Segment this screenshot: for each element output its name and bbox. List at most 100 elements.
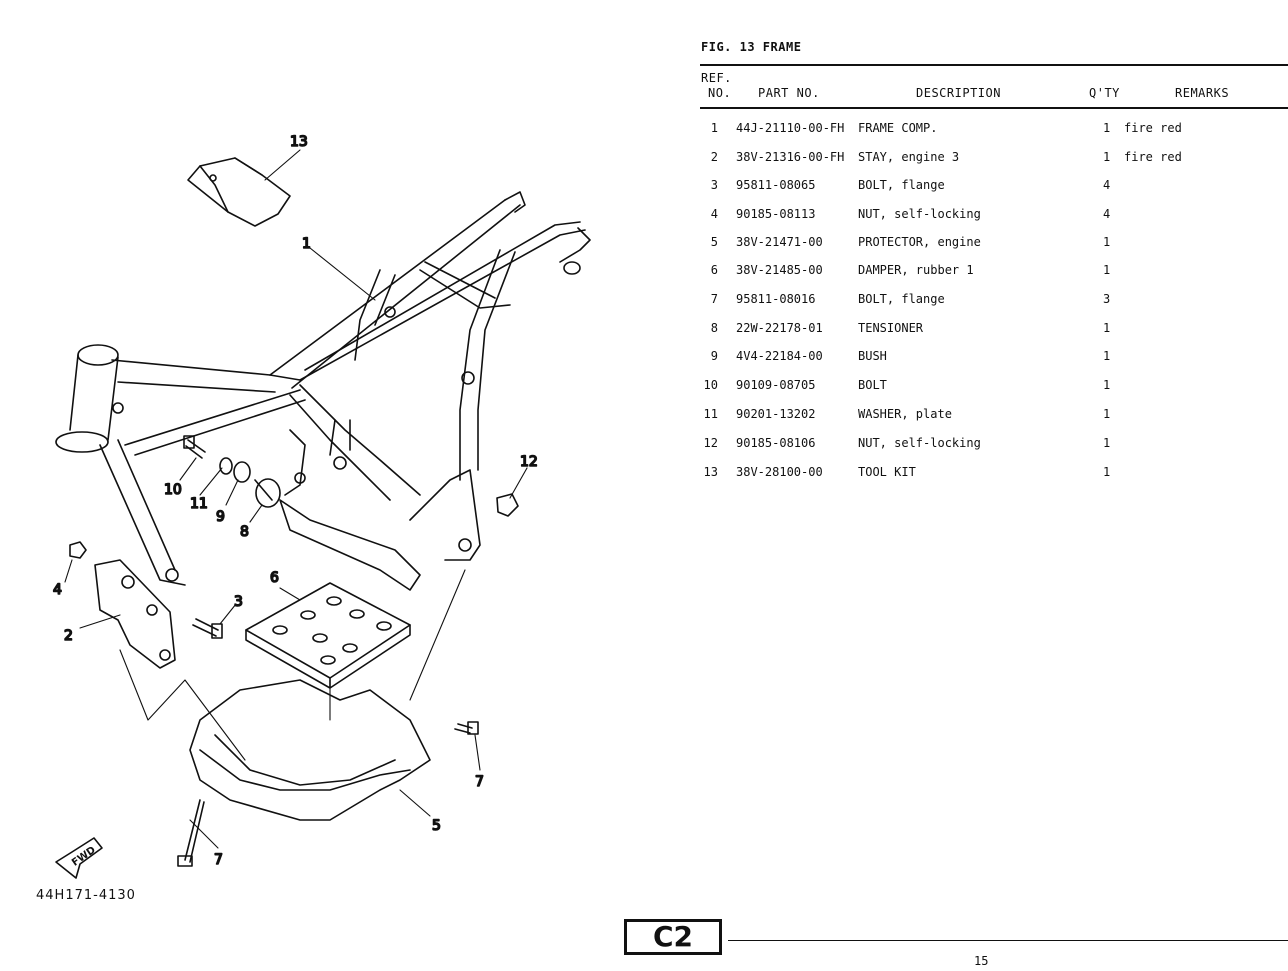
callout-7-right: 7 [475, 774, 484, 790]
table-row: 4 90185-08113 NUT, self-locking 4 [700, 207, 1288, 227]
callout-6: 6 [270, 570, 279, 586]
part-no: 90185-08106 [736, 436, 816, 450]
header-rule [700, 107, 1288, 109]
ref-no: 2 [710, 150, 718, 164]
ref-no: 11 [703, 407, 718, 421]
callout-8: 8 [240, 524, 249, 540]
frame-drawing [55, 191, 591, 591]
ref-no: 8 [710, 321, 718, 335]
quantity: 4 [1103, 207, 1111, 221]
ref-no: 10 [703, 378, 718, 392]
part-no: 38V-21471-00 [736, 235, 823, 249]
description: BUSH [858, 349, 887, 363]
description: TENSIONER [858, 321, 924, 335]
quantity: 1 [1103, 349, 1111, 363]
part-no: 22W-22178-01 [736, 321, 823, 335]
table-row: 10 90109-08705 BOLT 1 [700, 378, 1288, 398]
quantity: 1 [1103, 321, 1111, 335]
table-row: 5 38V-21471-00 PROTECTOR, engine 1 [700, 235, 1288, 255]
diagram-reference-code: 44H171-4130 [36, 888, 136, 903]
part-no: 44J-21110-00-FH [736, 121, 845, 135]
description: NUT, self-locking [858, 207, 981, 221]
remarks: fire red [1124, 121, 1182, 135]
part-no: 90185-08113 [736, 207, 816, 221]
part-no: 90109-08705 [736, 378, 816, 392]
table-row: 11 90201-13202 WASHER, plate 1 [700, 407, 1288, 427]
part-no: 38V-21485-00 [736, 263, 823, 277]
table-row: 2 38V-21316-00-FH STAY, engine 3 1 fire … [700, 150, 1288, 170]
description: WASHER, plate [858, 407, 952, 421]
engine-stay-drawing [94, 559, 176, 669]
quantity: 1 [1103, 235, 1111, 249]
callout-11: 11 [190, 496, 208, 512]
ref-no: 3 [710, 178, 718, 192]
description: BOLT [858, 378, 887, 392]
description: BOLT, flange [858, 292, 945, 306]
description: STAY, engine 3 [858, 150, 960, 164]
quantity: 1 [1103, 407, 1111, 421]
header-ref-line2: NO. [708, 86, 732, 100]
footer-rule [728, 940, 1288, 941]
callout-2: 2 [64, 628, 73, 644]
callout-12: 12 [520, 454, 538, 470]
ref-no: 7 [710, 292, 718, 306]
ref-no: 9 [710, 349, 718, 363]
quantity: 1 [1103, 121, 1111, 135]
part-no: 4V4-22184-00 [736, 349, 823, 363]
page-number: 15 [974, 954, 989, 968]
header-qty: Q'TY [1089, 86, 1120, 100]
fwd-arrow-drawing: FWD [55, 837, 103, 879]
description: BOLT, flange [858, 178, 945, 192]
callout-3: 3 [234, 594, 243, 610]
callout-5: 5 [432, 818, 441, 834]
callout-4: 4 [53, 582, 62, 598]
part-no: 90201-13202 [736, 407, 816, 421]
engine-protector-drawing [189, 679, 431, 821]
ref-no: 4 [710, 207, 718, 221]
table-row: 13 38V-28100-00 TOOL KIT 1 [700, 465, 1288, 485]
description: DAMPER, rubber 1 [858, 263, 974, 277]
top-rule [700, 64, 1288, 66]
table-row: 12 90185-08106 NUT, self-locking 1 [700, 436, 1288, 456]
quantity: 1 [1103, 150, 1111, 164]
table-row: 6 38V-21485-00 DAMPER, rubber 1 1 [700, 263, 1288, 283]
leader-lines [64, 149, 528, 849]
callout-10: 10 [164, 482, 182, 498]
table-row: 1 44J-21110-00-FH FRAME COMP. 1 fire red [700, 121, 1288, 141]
table-row: 9 4V4-22184-00 BUSH 1 [700, 349, 1288, 369]
description: PROTECTOR, engine [858, 235, 981, 249]
table-row: 8 22W-22178-01 TENSIONER 1 [700, 321, 1288, 341]
part-no: 38V-21316-00-FH [736, 150, 845, 164]
table-row: 7 95811-08016 BOLT, flange 3 [700, 292, 1288, 312]
hardware-drawing [69, 435, 519, 867]
quantity: 3 [1103, 292, 1111, 306]
quantity: 4 [1103, 178, 1111, 192]
remarks: fire red [1124, 150, 1182, 164]
description: NUT, self-locking [858, 436, 981, 450]
header-ref-line1: REF. [701, 71, 732, 85]
section-code-box: C2 [624, 919, 722, 955]
header-description: DESCRIPTION [916, 86, 1001, 100]
callout-9: 9 [216, 509, 225, 525]
header-part-no: PART NO. [758, 86, 820, 100]
quantity: 1 [1103, 263, 1111, 277]
callout-1: 1 [302, 236, 311, 252]
ref-no: 1 [710, 121, 718, 135]
table-row: 3 95811-08065 BOLT, flange 4 [700, 178, 1288, 198]
tool-kit-drawing [187, 157, 291, 227]
quantity: 1 [1103, 436, 1111, 450]
quantity: 1 [1103, 465, 1111, 479]
description: TOOL KIT [858, 465, 916, 479]
frame-exploded-diagram: FWD 13 1 2 3 4 5 [52, 133, 591, 879]
ref-no: 5 [710, 235, 718, 249]
part-no: 95811-08016 [736, 292, 816, 306]
callout-7-left: 7 [214, 852, 223, 868]
quantity: 1 [1103, 378, 1111, 392]
fwd-label: FWD [70, 845, 98, 869]
ref-no: 12 [703, 436, 718, 450]
ref-no: 6 [710, 263, 718, 277]
header-remarks: REMARKS [1175, 86, 1230, 100]
description: FRAME COMP. [858, 121, 938, 135]
part-no: 95811-08065 [736, 178, 816, 192]
